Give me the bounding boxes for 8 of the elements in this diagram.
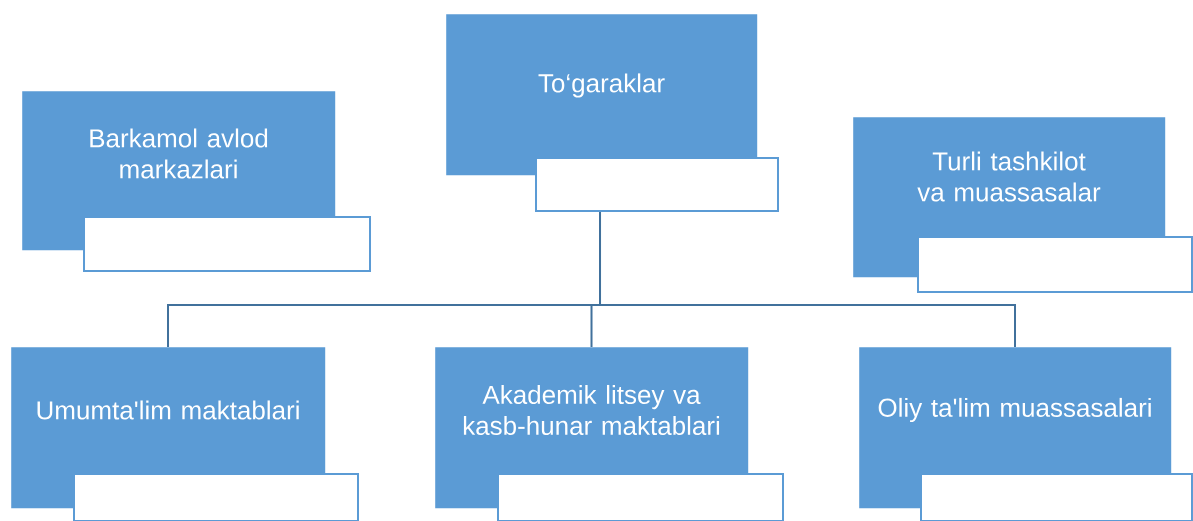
blank-box: [497, 473, 784, 521]
blank-box: [535, 157, 779, 212]
blank-box: [920, 473, 1193, 521]
connector-line: [599, 211, 1016, 348]
label-box: To‘garaklar: [446, 14, 758, 176]
blank-box: [83, 216, 371, 272]
blank-box: [917, 236, 1193, 293]
blank-box: [73, 473, 359, 521]
